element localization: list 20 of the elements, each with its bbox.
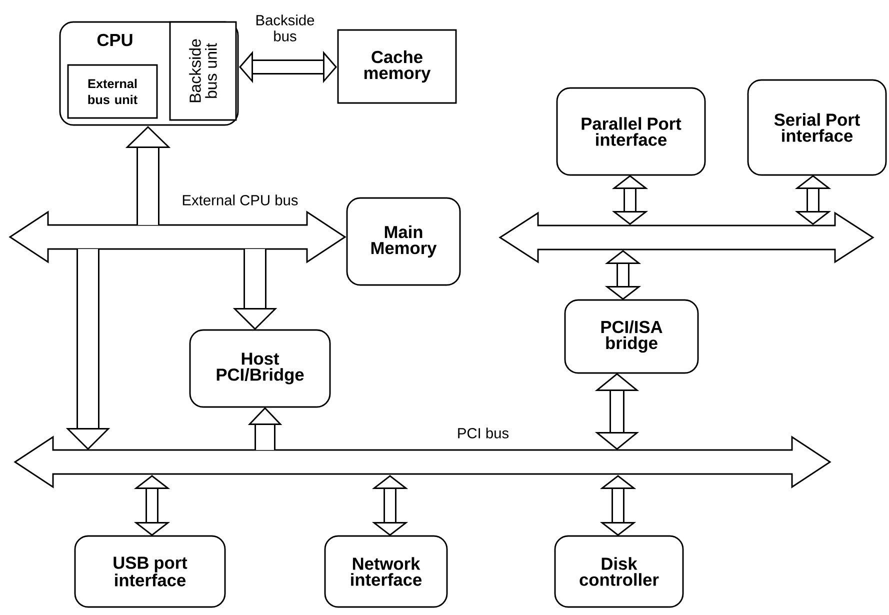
component-box: USB port interface (74, 535, 226, 608)
bus-label: External CPU bus (182, 194, 298, 206)
edge-label: Backside bus (256, 14, 314, 42)
bus-connector-arrow (794, 175, 832, 225)
component-box: Serial Port interface (747, 79, 887, 176)
component-box: Network interface (324, 535, 448, 608)
bus-label: PCI bus (458, 428, 509, 438)
bus-connector-arrow (239, 50, 337, 84)
component-box: Parallel Port interface (556, 87, 706, 176)
component-box: Main Memory (346, 197, 461, 286)
unit-box: Backside bus unit (169, 21, 237, 121)
bus-connector-arrow (134, 475, 170, 536)
bus-connector-arrow (604, 250, 642, 300)
bus-connector-arrow (600, 475, 636, 536)
unit-box: External bus unit (67, 64, 158, 119)
bus-connector-arrow (612, 175, 648, 225)
bus-connector-arrow (372, 475, 408, 536)
component-box: Disk controller (554, 535, 684, 608)
bus-connector-arrow (594, 373, 640, 450)
memory-box: Cache memory (337, 29, 457, 104)
